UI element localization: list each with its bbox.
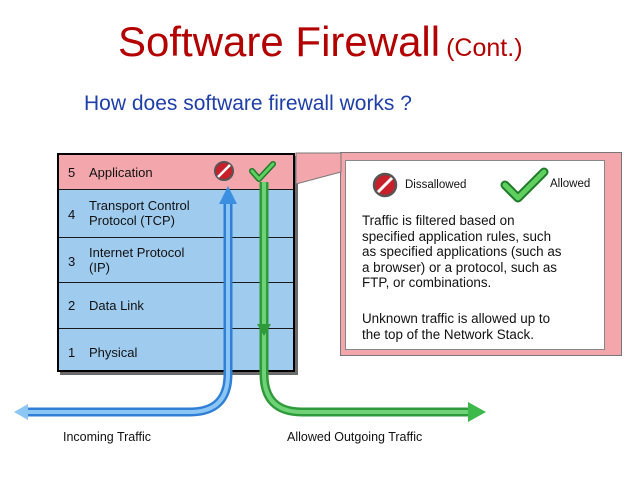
legend-checkmark-icon [500,167,549,203]
legend-disallowed-label: Dissallowed [405,179,467,191]
layer-data-link: 2 Data Link [59,282,293,328]
layer-name: Internet Protocol (IP) [89,245,185,275]
no-entry-icon [214,161,234,181]
page-title: Software Firewall(Cont.) [118,18,523,66]
legend-no-entry-icon [372,172,398,198]
outgoing-traffic-arrow [257,182,486,422]
subtitle: How does software firewall works ? [84,92,412,115]
title-cont: (Cont.) [446,34,523,62]
checkmark-icon [249,161,276,182]
callout-text-unknown: Unknown traffic is allowed up to the top… [362,311,551,342]
layer-number: 2 [68,298,76,313]
layer-name: Data Link [89,298,144,313]
layer-number: 1 [68,345,76,360]
incoming-traffic-arrow [14,186,237,420]
layer-number: 3 [68,254,76,269]
callout-text-rules: Traffic is filtered based on specified a… [362,213,562,290]
layer-transport: 4 Transport Control Protocol (TCP) [59,189,293,237]
layer-internet: 3 Internet Protocol (IP) [59,237,293,282]
layer-number: 5 [68,165,76,180]
layer-name: Physical [89,345,138,360]
callout-connector [295,152,342,185]
network-stack: 5 Application 4 Transport Control Protoc… [57,153,295,372]
layer-number: 4 [68,207,76,222]
caption-outgoing-traffic: Allowed Outgoing Traffic [287,430,423,444]
layer-name: Transport Control Protocol (TCP) [89,198,190,228]
title-main: Software Firewall [118,18,441,65]
legend-allowed-label: Allowed [550,178,591,190]
caption-incoming-traffic: Incoming Traffic [63,430,152,444]
layer-physical: 1 Physical [59,328,293,372]
layer-name: Application [89,165,153,180]
